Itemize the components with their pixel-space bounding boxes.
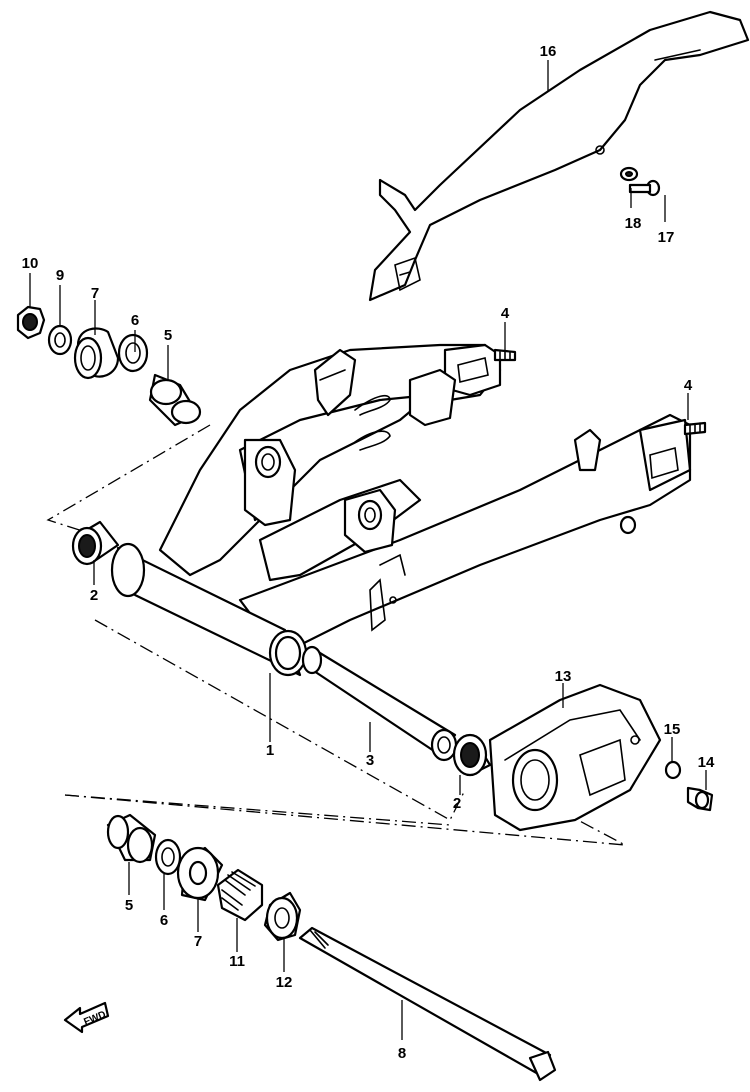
callout-16: 16 (540, 43, 557, 60)
needle-bearing-2-right (452, 733, 492, 777)
callout-7-top: 7 (91, 285, 99, 302)
callout-11: 11 (229, 953, 245, 970)
washer-18 (619, 166, 639, 182)
spacer-6-top (117, 333, 149, 373)
callout-18: 18 (625, 215, 642, 232)
callout-3: 3 (366, 752, 374, 769)
callout-2-left: 2 (90, 587, 98, 604)
pivot-shaft-8 (298, 926, 557, 1082)
callout-4-top: 4 (501, 305, 510, 322)
spring-11 (216, 868, 264, 922)
washer-9 (47, 324, 73, 356)
callout-10: 10 (22, 255, 39, 272)
bushing-5-top (148, 373, 202, 427)
callout-15: 15 (664, 721, 681, 738)
callout-13: 13 (555, 668, 572, 685)
callout-5-bottom: 5 (125, 897, 133, 914)
chain-case-16 (368, 10, 750, 302)
callout-4-right: 4 (684, 377, 693, 394)
fwd-marker: FWD (63, 1001, 110, 1034)
callout-7-bottom: 7 (194, 933, 202, 950)
callout-9: 9 (56, 267, 64, 284)
adjuster-bolt-4-right (683, 421, 707, 436)
callout-2-right: 2 (453, 795, 461, 812)
guide-line-lower-right (94, 619, 466, 821)
pivot-pipe-3 (301, 645, 458, 762)
collar-15 (664, 760, 682, 780)
spacer-6-bottom (154, 838, 182, 876)
leader-lines (29, 60, 707, 1040)
swingarm-1 (110, 343, 692, 677)
arrow-left-icon (63, 1001, 110, 1034)
bolt-17 (628, 179, 661, 197)
bolt-14 (686, 786, 714, 812)
callout-12: 12 (276, 974, 293, 991)
callout-1: 1 (266, 742, 274, 759)
callout-14: 14 (698, 754, 715, 771)
dust-seal-7-top (73, 327, 120, 380)
nut-10 (16, 305, 46, 340)
guide-line-bottom-lower (64, 794, 451, 826)
adjuster-12 (263, 891, 302, 942)
callout-labels: 16 18 17 10 9 7 6 5 4 4 2 1 3 2 13 15 14… (22, 43, 715, 1062)
callout-17: 17 (658, 229, 675, 246)
adjuster-bolt-4-top (493, 348, 517, 362)
chain-guard-13 (488, 683, 662, 832)
callout-8: 8 (398, 1045, 406, 1062)
callout-6-top: 6 (131, 312, 139, 329)
callout-6-bottom: 6 (160, 912, 168, 929)
dust-seal-7-bottom (176, 846, 224, 902)
bushing-5-bottom (106, 813, 157, 864)
callout-5-top: 5 (164, 327, 172, 344)
needle-bearing-2-left (71, 520, 120, 566)
